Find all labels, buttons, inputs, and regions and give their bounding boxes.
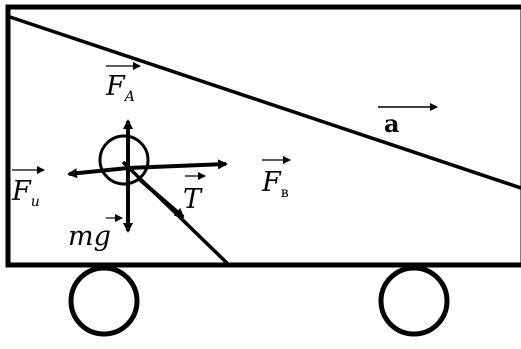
label-buoyancy-force: Fв bbox=[261, 156, 291, 201]
inertia-force-arrow bbox=[67, 166, 129, 179]
svg-text:mg: mg bbox=[68, 221, 111, 252]
label-gravity-force: mg bbox=[68, 214, 123, 252]
svg-text:Fu: Fu bbox=[11, 176, 40, 210]
svg-text:Fв: Fв bbox=[261, 167, 289, 201]
cart-body bbox=[5, 4, 521, 268]
pressure-force-arrow bbox=[127, 159, 228, 170]
label-archimedes-force: FA bbox=[105, 62, 141, 105]
tension-force-arrow bbox=[136, 176, 185, 219]
svg-text:T: T bbox=[183, 184, 203, 215]
label-inertia-force: Fu bbox=[11, 166, 45, 210]
wheel-left bbox=[68, 265, 140, 337]
wheel-right bbox=[378, 265, 450, 337]
label-tension-force: T bbox=[183, 172, 206, 215]
liquid-surface bbox=[9, 15, 521, 190]
acceleration-label: a bbox=[384, 109, 400, 138]
ball bbox=[98, 134, 150, 186]
svg-text:FA: FA bbox=[105, 71, 135, 105]
